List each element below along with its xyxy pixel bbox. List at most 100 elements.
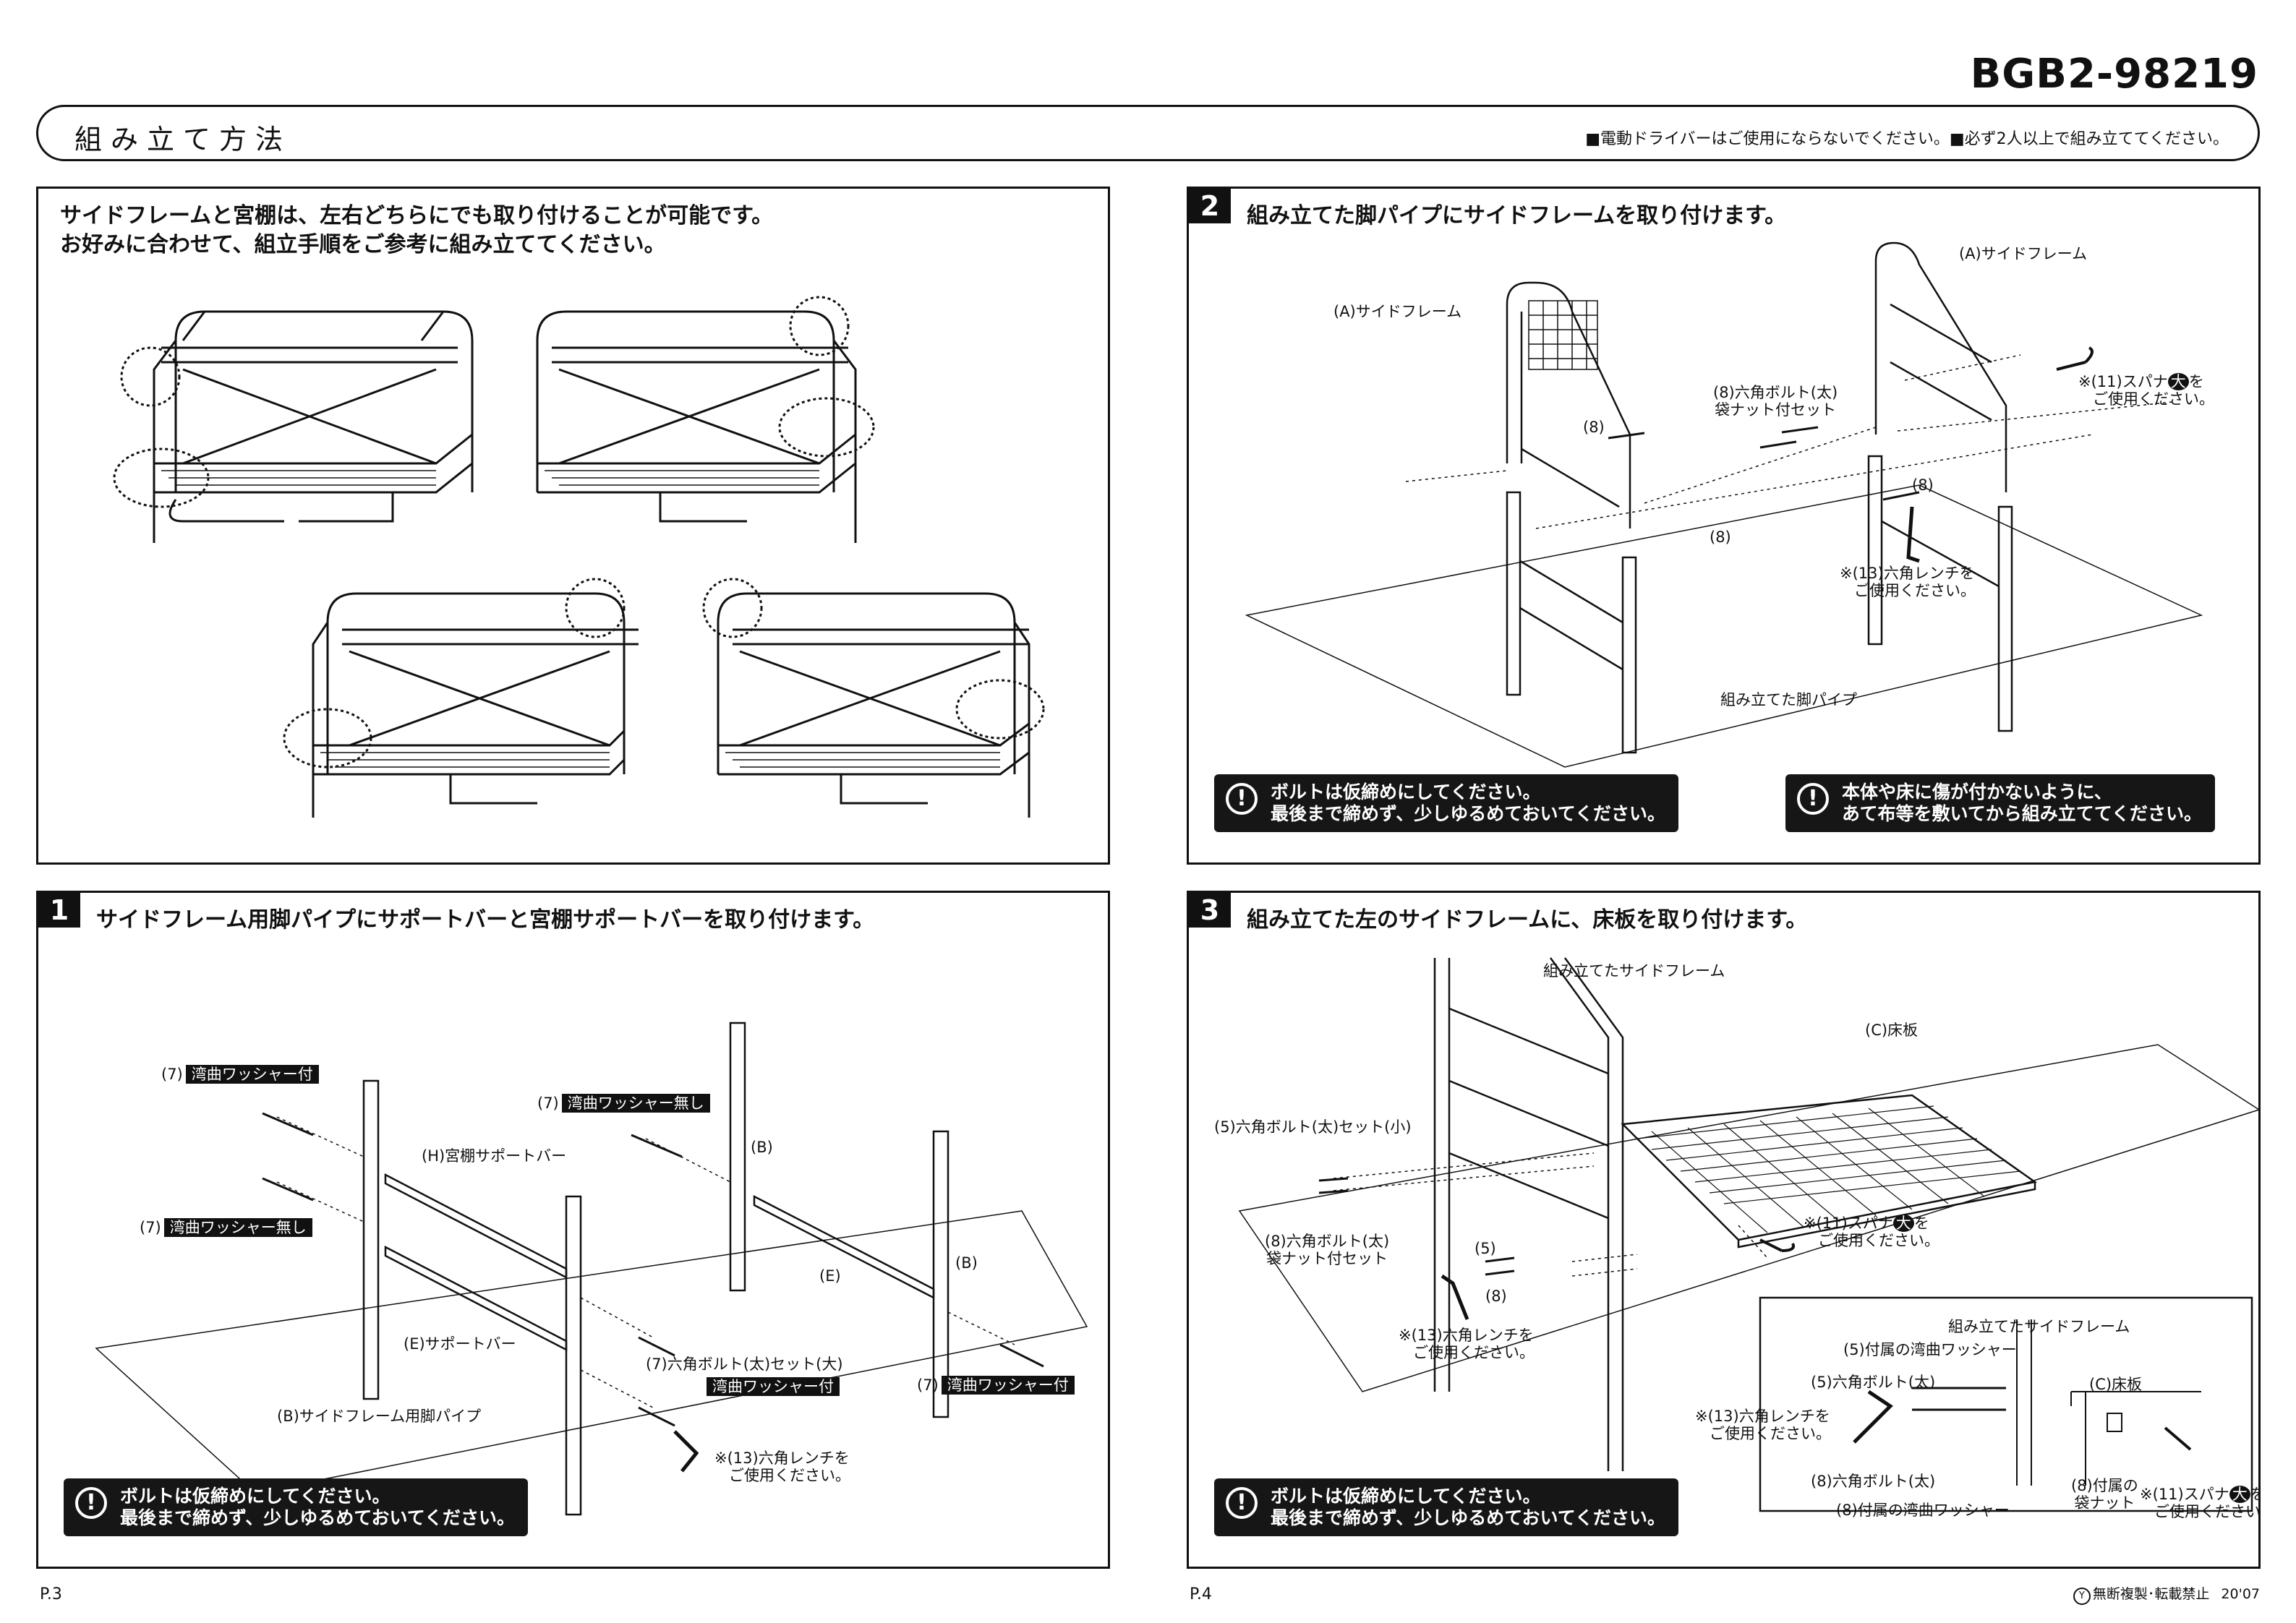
step-2-diagram xyxy=(1245,241,2203,768)
shelf-support-bar xyxy=(384,1173,568,1280)
label-bolt-nut-set: (8)六角ボルト(太) 袋ナット付セット xyxy=(1265,1233,1390,1267)
intro-line-2: お好みに合わせて、組立手順をご参考に組み立ててください。 xyxy=(60,232,666,257)
label-assembled-leg: 組み立てた脚パイプ xyxy=(1720,691,1857,708)
label-b-1: (B) xyxy=(751,1139,773,1156)
label-e: (E) xyxy=(819,1267,841,1285)
step-1-warning: ! ボルトは仮締めにしてください。 最後まで締めず、少しゆるめておいてください。 xyxy=(64,1478,529,1536)
hex-wrench xyxy=(673,1430,699,1473)
copyright-mark-icon: Y xyxy=(2073,1588,2091,1605)
leg-pipe-1 xyxy=(362,1079,380,1400)
label-spanner-note: ※(11)スパナ大を ご使用ください。 xyxy=(1804,1215,1939,1249)
step-1-number: 1 xyxy=(38,893,80,928)
step-3-warning: ! ボルトは仮締めにしてください。 最後まで締めず、少しゆるめておいてください。 xyxy=(1214,1478,1679,1536)
step-2-warning-left: ! ボルトは仮締めにしてください。 最後まで締めず、少しゆるめておいてください。 xyxy=(1214,774,1679,832)
model-code: BGB2-98219 xyxy=(1970,51,2258,98)
step-3-number: 3 xyxy=(1189,893,1231,928)
label-bolt-small: (5)六角ボルト(太)セット(小) xyxy=(1214,1118,1412,1136)
detail-label-bolt5: (5)六角ボルト(太) xyxy=(1811,1374,1936,1391)
leg-pipe-3 xyxy=(729,1022,746,1292)
page-title: 組み立て方法 xyxy=(74,124,292,155)
label-hex-wrench-note: ※(13)六角レンチを ご使用ください。 xyxy=(1840,565,1976,599)
label-side-frame-left: (A)サイドフレーム xyxy=(1333,303,1462,320)
intro-panel: サイドフレームと宮棚は、左右どちらにでも取り付けることが可能です。 お好みに合わ… xyxy=(36,187,1110,865)
detail-label-bolt8: (8)六角ボルト(太) xyxy=(1811,1473,1936,1490)
detail-box xyxy=(1759,1296,2253,1512)
label-assembled-side-frame: 組み立てたサイドフレーム xyxy=(1543,962,1725,980)
label-bolt-set: (8)六角ボルト(太) 袋ナット付セット xyxy=(1713,384,1838,419)
header-notice: ■電動ドライバーはご使用にならないでください。■必ず2人以上で組み立ててください… xyxy=(1585,130,2229,148)
detail-label-washer5: (5)付属の湾曲ワッシャー xyxy=(1843,1341,2017,1358)
detail-label-washer8: (8)付属の湾曲ワッシャー xyxy=(1836,1502,2010,1519)
bed-variations-illustration xyxy=(113,296,1045,818)
leg-pipe-right-2 xyxy=(1997,505,2013,732)
bed-variant-4 xyxy=(702,578,1045,818)
leg-pipe-right-1 xyxy=(1867,455,1883,646)
support-bar-2 xyxy=(753,1194,935,1300)
bed-variant-2 xyxy=(536,296,875,543)
label-washer-without-left: (7)湾曲ワッシャー無し xyxy=(140,1218,312,1237)
label-washer-without-top: (7)湾曲ワッシャー無し xyxy=(537,1094,710,1113)
step-3-diagram xyxy=(1238,957,2258,1512)
label-wrench-note: ※(13)六角レンチを ご使用ください。 xyxy=(714,1449,850,1484)
floor-outline xyxy=(95,1210,1088,1494)
spanner-icon xyxy=(2056,346,2094,371)
warning-icon: ! xyxy=(75,1487,107,1519)
bed-variant-3 xyxy=(283,578,639,818)
label-eight-b: (8) xyxy=(1912,476,1934,494)
step-3-title: 組み立てた左のサイドフレームに、床板を取り付けます。 xyxy=(1247,907,1808,933)
label-washer-with-2: 湾曲ワッシャー付 xyxy=(704,1377,840,1396)
label-b-2: (B) xyxy=(955,1254,978,1272)
label-eight-c: (8) xyxy=(1710,528,1731,546)
label-support-bar: (E)サポートバー xyxy=(404,1335,516,1353)
floor-outline xyxy=(1245,484,2203,768)
leg-pipe-2 xyxy=(565,1195,582,1516)
label-eight-a: (8) xyxy=(1583,419,1605,436)
floor-board xyxy=(1621,1094,2038,1249)
intro-line-1: サイドフレームと宮棚は、左右どちらにでも取り付けることが可能です。 xyxy=(60,203,774,228)
label-side-frame-right: (A)サイドフレーム xyxy=(1959,245,2088,262)
detail-label-wrench: ※(13)六角レンチを ご使用ください。 xyxy=(1695,1408,1831,1442)
step-2-warning-right: ! 本体や床に傷が付かないように、 あて布等を敷いてから組み立ててください。 xyxy=(1785,774,2216,832)
support-bar-1 xyxy=(384,1245,568,1352)
label-hex-bolt-set-large: (7)六角ボルト(太)セット(大) xyxy=(646,1356,843,1373)
hex-wrench xyxy=(1906,506,1920,563)
page-number-left: P.3 xyxy=(40,1585,62,1603)
label-eight: (8) xyxy=(1485,1288,1507,1305)
warning-icon: ! xyxy=(1797,783,1829,815)
step-2-panel: 2 組み立てた脚パイプにサイドフレームを取り付けます。 (A)サイドフレーム (… xyxy=(1187,187,2261,865)
label-washer-with-3: (7)湾曲ワッシャー付 xyxy=(917,1376,1075,1395)
leg-pipe-4 xyxy=(932,1130,949,1418)
detail-drawing xyxy=(1853,1319,2201,1486)
hex-wrench xyxy=(1441,1274,1469,1320)
intro-text: サイドフレームと宮棚は、左右どちらにでも取り付けることが可能です。 お好みに合わ… xyxy=(60,202,773,260)
step-2-number: 2 xyxy=(1189,189,1231,223)
label-shelf-support-bar: (H)宮棚サポートバー xyxy=(422,1147,567,1165)
label-leg-pipe: (B)サイドフレーム用脚パイプ xyxy=(277,1408,482,1425)
label-washer-with: (7)湾曲ワッシャー付 xyxy=(161,1065,319,1084)
bed-variant-1 xyxy=(113,310,474,543)
step-1-diagram xyxy=(95,1022,1088,1516)
step-3-panel: 3 組み立てた左のサイドフレームに、床板を取り付けます。 xyxy=(1187,891,2261,1569)
detail-label-floor: (C)床板 xyxy=(2089,1376,2143,1393)
warning-icon: ! xyxy=(1226,1487,1258,1519)
label-hex-wrench-note: ※(13)六角レンチを ご使用ください。 xyxy=(1399,1327,1535,1361)
assembled-side-frame xyxy=(1433,957,1624,1471)
page-number-right: P.4 xyxy=(1190,1585,1212,1603)
page-header: 組み立て方法 ■電動ドライバーはご使用にならないでください。■必ず2人以上で組み… xyxy=(36,105,2260,161)
leg-pipe-left-2 xyxy=(1621,556,1637,754)
detail-label-nut: (8)付属の 袋ナット xyxy=(2071,1477,2138,1512)
detail-label-side-frame: 組み立てたサイドフレーム xyxy=(1948,1318,2130,1335)
step-1-title: サイドフレーム用脚パイプにサポートバーと宮棚サポートバーを取り付けます。 xyxy=(96,907,875,933)
label-floor-board: (C)床板 xyxy=(1865,1022,1919,1039)
warning-icon: ! xyxy=(1226,783,1258,815)
floor-outline xyxy=(1238,1044,2258,1392)
step-1-panel: 1 サイドフレーム用脚パイプにサポートバーと宮棚サポートバーを取り付けます。 (… xyxy=(36,891,1110,1569)
side-frame-left xyxy=(1506,281,1631,528)
label-five: (5) xyxy=(1475,1240,1496,1257)
label-spanner-note: ※(11)スパナ大を ご使用ください。 xyxy=(2078,373,2214,408)
step-2-title: 組み立てた脚パイプにサイドフレームを取り付けます。 xyxy=(1247,203,1787,228)
spanner-icon xyxy=(1759,1238,1795,1252)
side-frame-right xyxy=(1874,241,2007,492)
